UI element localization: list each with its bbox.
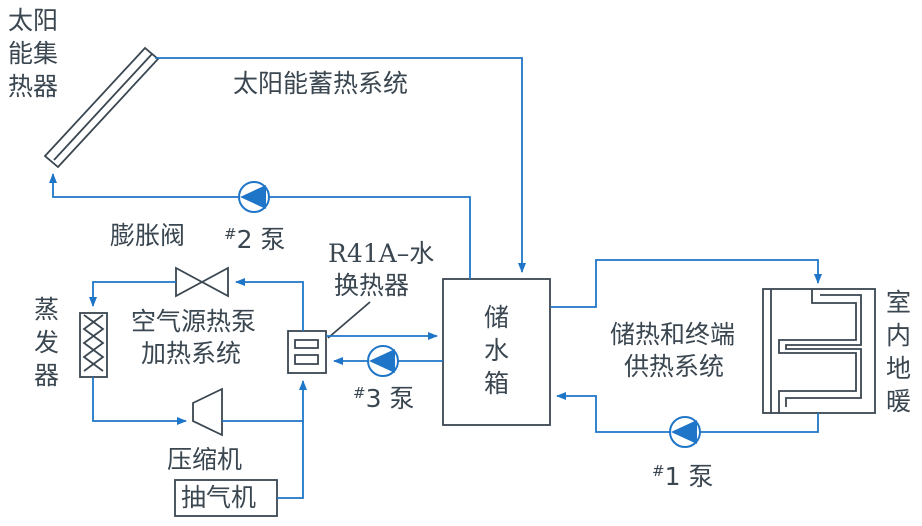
pump-1 [669, 416, 701, 448]
evaporator [79, 312, 108, 378]
pipe-floor-supply [551, 259, 822, 308]
floor-heating-label: 室 内 地 暖 [886, 288, 912, 416]
heat-exchanger-label: R41A–水 换热器 [328, 239, 435, 300]
pipes [49, 57, 822, 499]
pipe-comp-to-hx [222, 380, 307, 422]
expansion-valve-label: 膨胀阀 [110, 221, 186, 250]
pipe-valve-to-evap [89, 281, 176, 307]
solar-collector-label: 太阳 能集 热器 [8, 6, 59, 101]
water-tank-label: 储 水 箱 [484, 303, 510, 398]
extractor [174, 479, 278, 517]
evaporator-label: 蒸 发 器 [34, 295, 60, 390]
heat-exchanger-leader [327, 301, 371, 339]
pipe-extractor [277, 421, 304, 499]
extractor-label: 抽气机 [181, 483, 257, 512]
expansion-valve [175, 266, 229, 298]
pipe-hx-to-valve [235, 278, 304, 331]
pipe-solar-supply [155, 57, 526, 273]
solar-collector [43, 46, 160, 169]
pump-3 [367, 345, 399, 377]
pump-2-label: #2 泵 [224, 225, 286, 254]
r41a-heat-exchanger [287, 330, 327, 374]
compressor-label: 压缩机 [167, 445, 243, 474]
storage-supply-system-label: 储热和终端 供热系统 [610, 320, 736, 381]
pump-3-label: #3 泵 [353, 384, 415, 413]
pipe-evap-to-comp [92, 377, 187, 425]
water-tank [442, 278, 551, 426]
pump-2 [238, 181, 270, 213]
pump-1-label: #1 泵 [652, 462, 714, 491]
air-source-system-label: 空气源热泵 加热系统 [131, 307, 257, 368]
pipe-floor-return [556, 392, 819, 433]
compressor [192, 387, 223, 437]
floor-heating-coil [762, 288, 876, 414]
solar-storage-system-label: 太阳能蓄热系统 [233, 69, 409, 98]
